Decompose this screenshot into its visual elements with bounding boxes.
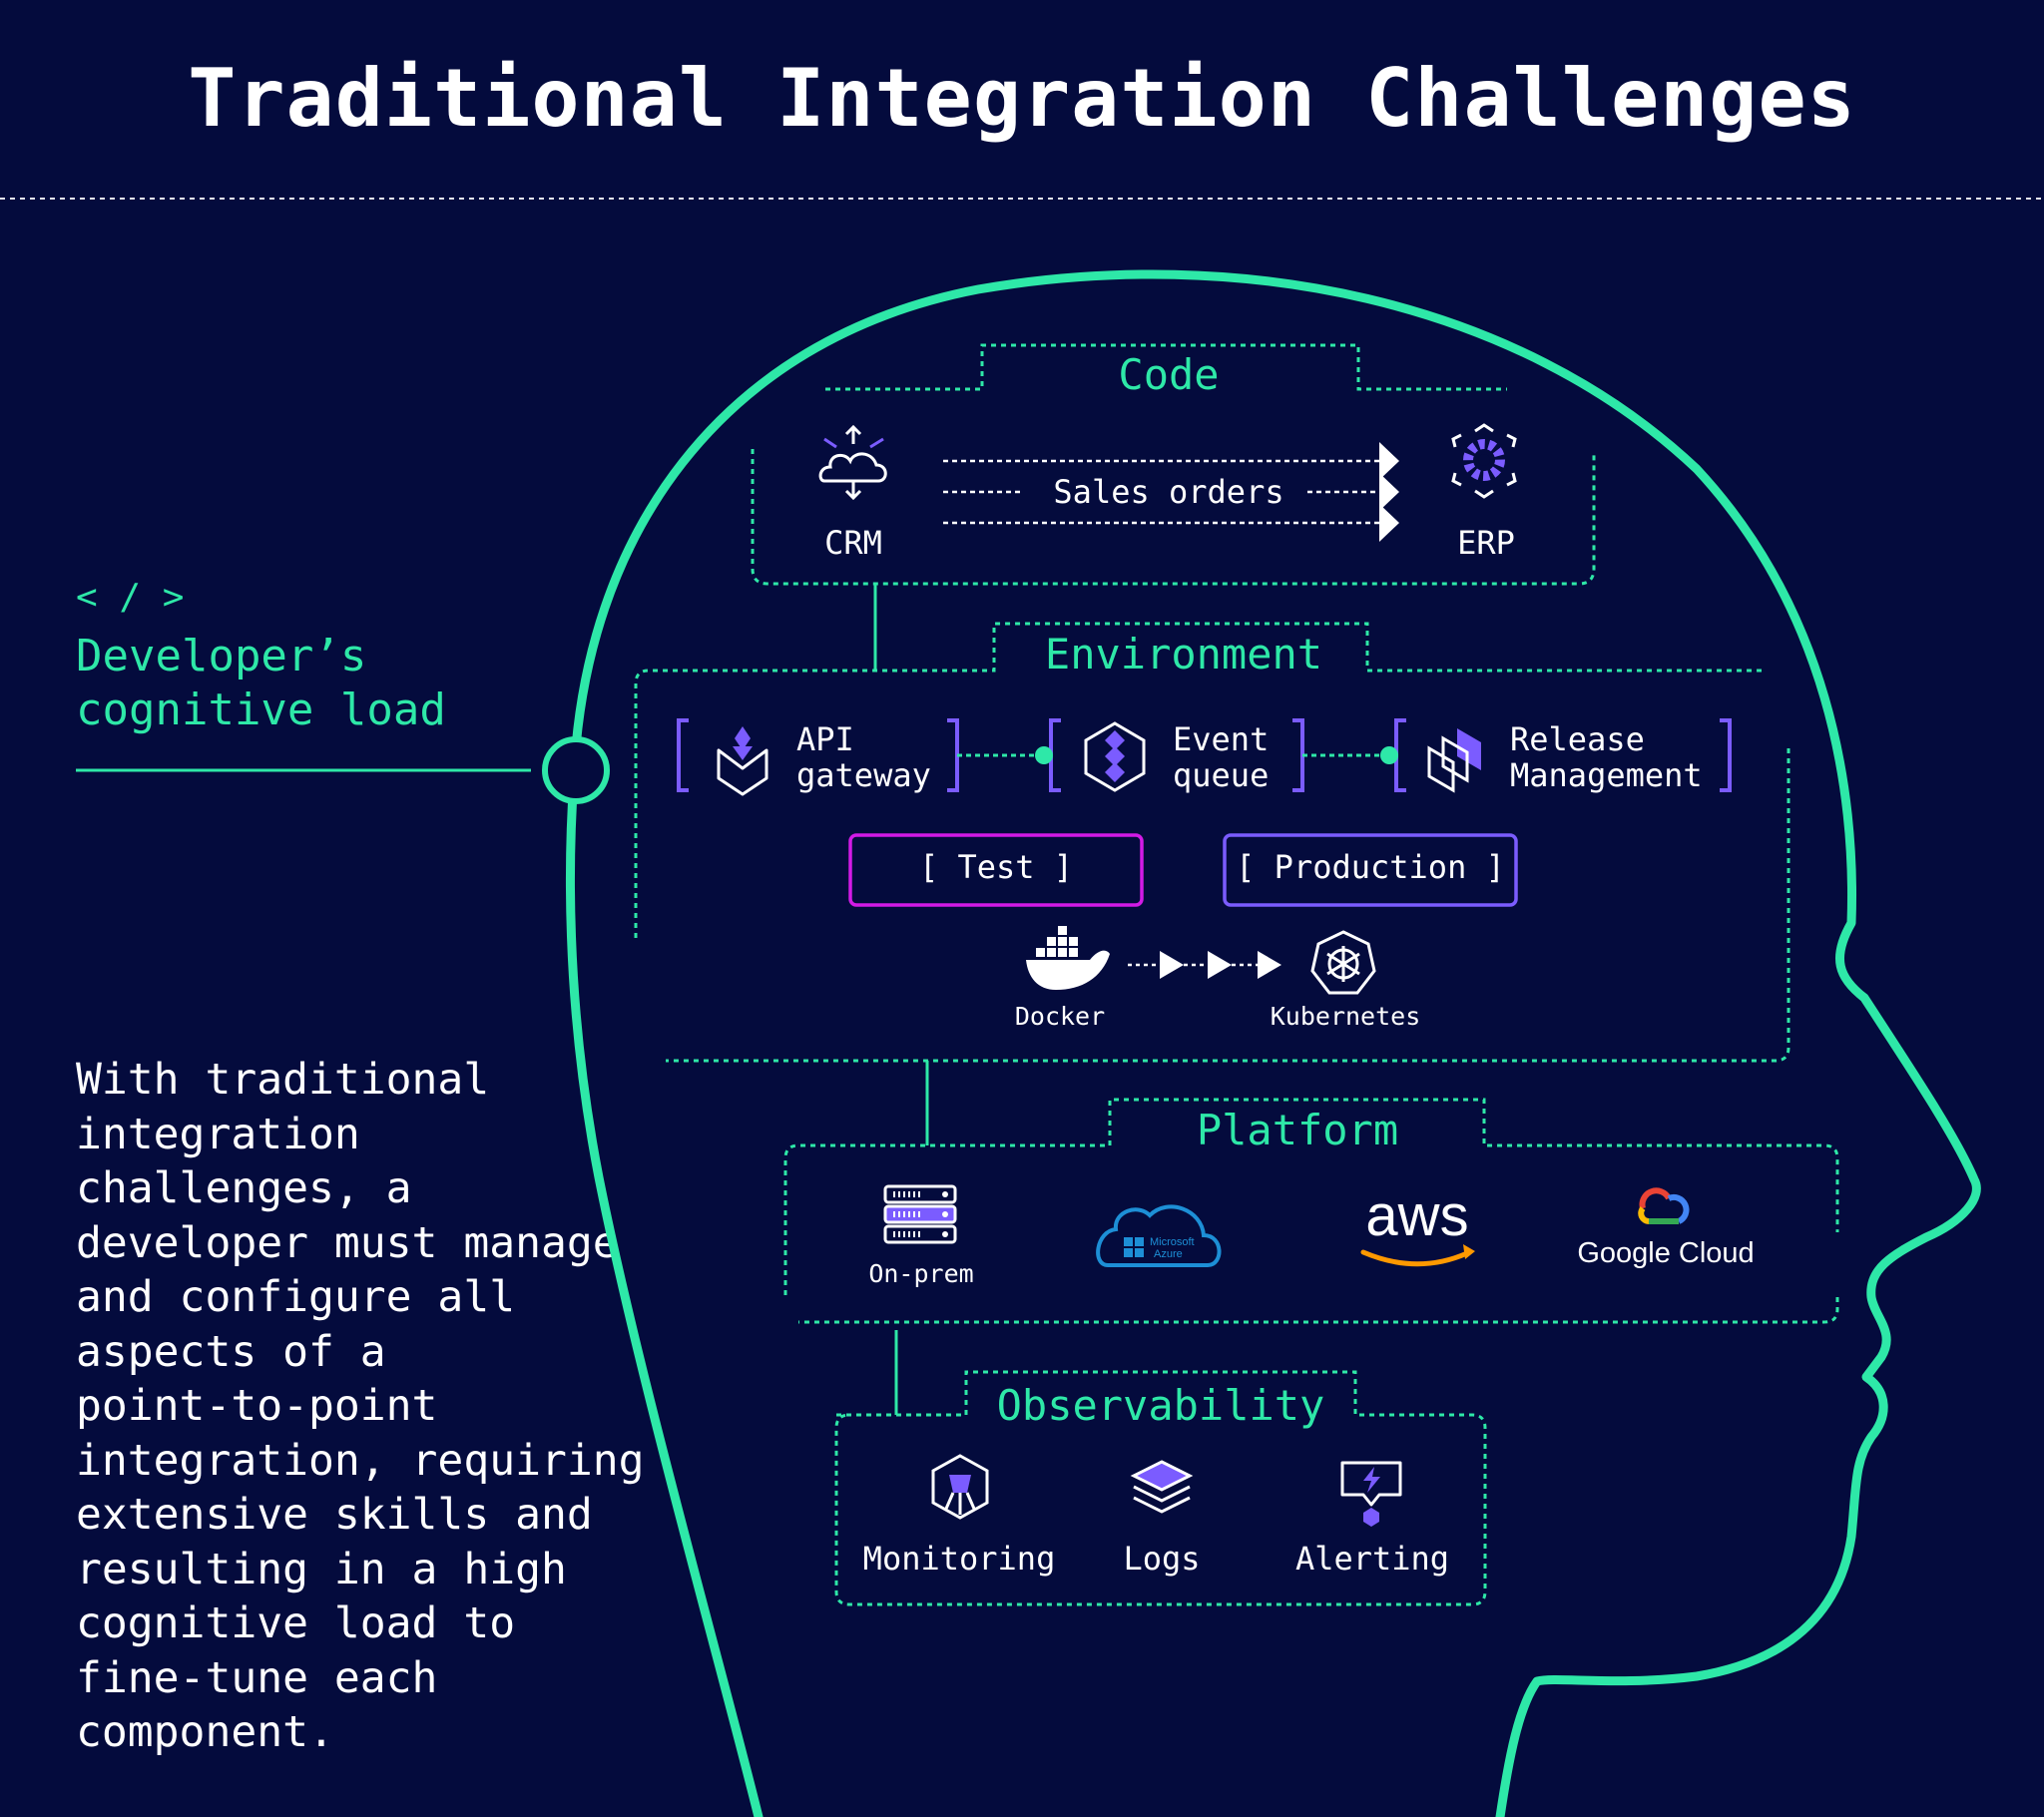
svg-text:aws: aws <box>1365 1183 1468 1248</box>
test-stage-label: [ Test ] <box>919 848 1073 886</box>
arrow-head-icon <box>1258 951 1281 979</box>
head-outline <box>565 269 1981 1817</box>
page-title: Traditional Integration Challenges <box>188 52 1856 145</box>
docker-label: Docker <box>1015 1002 1105 1031</box>
api-gateway-icon <box>717 726 768 796</box>
production-stage-label: [ Production ] <box>1236 848 1505 886</box>
sales-orders-label: Sales orders <box>1053 473 1283 511</box>
arrow-head-icon <box>1379 442 1399 480</box>
environment-title: Environment <box>1045 630 1322 679</box>
arrow-head-icon <box>1379 504 1399 542</box>
onprem-label: On-prem <box>868 1259 973 1288</box>
observability-section: Observability Monitoring Logs <box>834 1370 1487 1606</box>
code-title: Code <box>1118 350 1219 399</box>
azure-cloud-logo: Microsoft Azure <box>1096 1204 1222 1267</box>
arrow-head-icon <box>1379 473 1399 511</box>
kubernetes-label: Kubernetes <box>1271 1002 1421 1031</box>
crm-cloud-icon <box>818 424 887 501</box>
release-management-label-2: Management <box>1510 756 1703 794</box>
production-stage-box <box>1223 833 1518 907</box>
logs-icon <box>1130 1460 1194 1514</box>
code-brackets-icon: < / > <box>76 577 185 618</box>
aws-logo: aws <box>1360 1183 1475 1267</box>
erp-gear-icon <box>1451 423 1517 499</box>
monitoring-icon <box>931 1454 989 1520</box>
crm-label: CRM <box>824 524 882 562</box>
release-management-label: Release <box>1510 720 1645 758</box>
api-gateway-label: API <box>796 720 854 758</box>
release-management-icon <box>1427 728 1481 793</box>
environment-section: Environment API gateway <box>634 622 1790 1063</box>
arrow-head-icon <box>1208 951 1232 979</box>
arrow-head-icon <box>1160 951 1184 979</box>
logs-label: Logs <box>1123 1540 1200 1578</box>
description-text: With traditional integration challenges,… <box>76 1055 645 1757</box>
event-queue-label: Event <box>1173 720 1269 758</box>
event-queue-label-2: queue <box>1173 756 1269 794</box>
cognitive-pointer-node <box>542 736 610 804</box>
event-queue-icon <box>1084 721 1146 792</box>
google-cloud-logo: Google Cloud <box>1577 1187 1755 1269</box>
server-rack-icon <box>883 1184 957 1244</box>
platform-title: Platform <box>1197 1106 1398 1154</box>
docker-icon <box>1026 926 1110 990</box>
deploy-arrows <box>1128 951 1281 979</box>
alerting-icon <box>1340 1461 1402 1527</box>
api-gateway-label-2: gateway <box>796 756 931 794</box>
code-section: Code CRM <box>751 343 1596 586</box>
svg-text:Google Cloud: Google Cloud <box>1577 1237 1754 1269</box>
test-stage-box <box>848 833 1144 907</box>
cognitive-load-label: Developer’s <box>76 631 367 681</box>
cognitive-load-label-2: cognitive load <box>76 684 446 735</box>
kubernetes-icon <box>1310 930 1376 995</box>
erp-label: ERP <box>1457 524 1515 562</box>
alerting-label: Alerting <box>1295 1540 1449 1578</box>
sales-orders-flow <box>943 442 1399 542</box>
platform-section: Platform On-prem Micros <box>783 1098 1839 1324</box>
observability-title: Observability <box>997 1381 1325 1430</box>
monitoring-label: Monitoring <box>863 1540 1056 1578</box>
svg-text:Microsoft: Microsoft <box>1150 1236 1195 1248</box>
svg-text:Azure: Azure <box>1154 1248 1183 1260</box>
